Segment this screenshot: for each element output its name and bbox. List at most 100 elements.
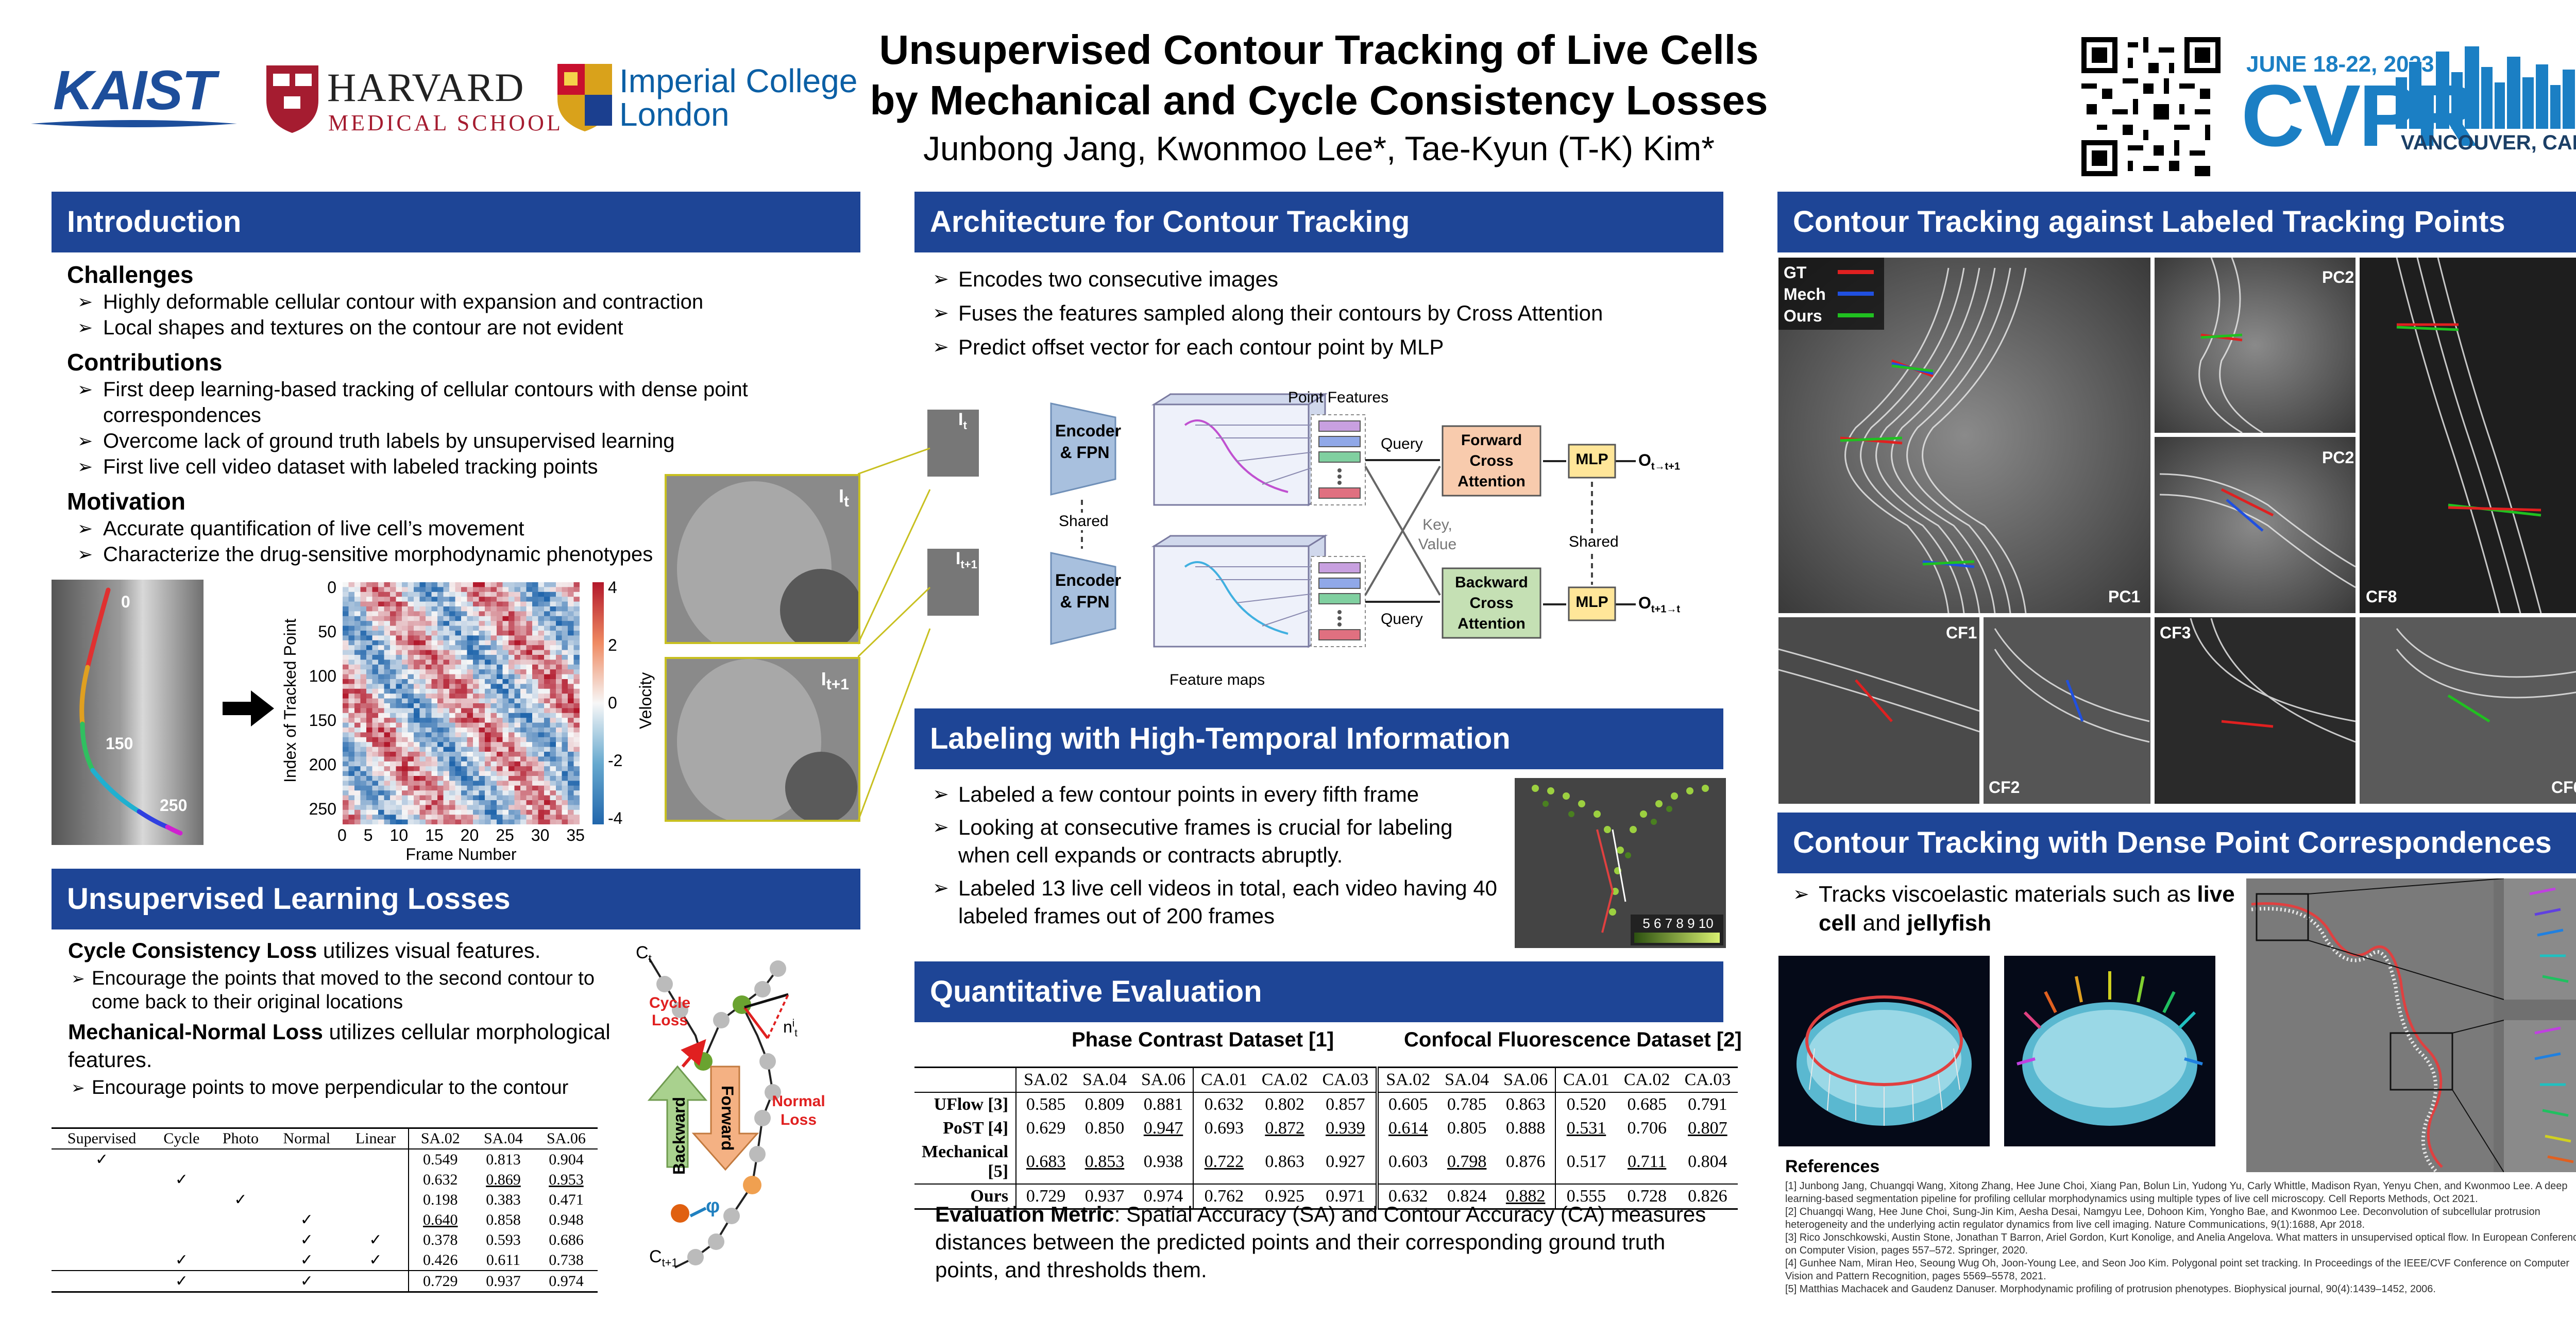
heatmap-cell <box>348 631 355 636</box>
heatmap-cell <box>408 597 414 602</box>
cbar-tick: 2 <box>608 636 617 654</box>
heatmap-cell <box>396 795 402 801</box>
heatmap-cell <box>449 679 455 684</box>
heatmap-cell <box>431 776 438 781</box>
heatmap-cell <box>473 688 479 694</box>
heatmap-cell <box>485 728 491 733</box>
heatmap-cell <box>514 718 521 723</box>
heatmap-cell <box>348 747 355 752</box>
heatmap-cell <box>479 703 485 708</box>
heatmap-cell <box>426 781 432 786</box>
heatmap-cell <box>426 679 432 684</box>
heatmap-cell <box>372 591 379 597</box>
heatmap-cell <box>449 684 455 689</box>
heatmap-cell <box>526 655 533 660</box>
heatmap-cell <box>502 621 509 627</box>
heatmap-cell <box>384 625 391 631</box>
heatmap-cell <box>366 790 372 796</box>
heatmap-cell <box>568 805 574 810</box>
heatmap-cell <box>431 737 438 742</box>
heatmap-cell <box>538 606 545 612</box>
heatmap-cell <box>509 781 515 786</box>
heatmap-cell <box>455 631 462 636</box>
heatmap-cell <box>343 732 349 738</box>
heatmap-cell <box>390 781 396 786</box>
heatmap-cell <box>532 708 538 714</box>
heatmap-cell <box>485 795 491 801</box>
ablation-cell <box>270 1170 343 1190</box>
heatmap-cell <box>509 631 515 636</box>
contour-ct1-label: Ct+1 <box>649 1247 678 1269</box>
heatmap-cell <box>532 703 538 708</box>
heatmap-cell <box>461 688 467 694</box>
contour-label: 0 <box>121 593 130 611</box>
heatmap-cell <box>402 776 408 781</box>
heatmap-cell <box>455 640 462 646</box>
heatmap-cell <box>562 660 568 665</box>
heatmap-cell <box>502 747 509 752</box>
heatmap-cell <box>497 655 503 660</box>
ablation-cell <box>152 1210 211 1230</box>
heatmap-cell <box>366 756 372 762</box>
heatmap-cell <box>562 756 568 762</box>
qr-code-icon[interactable] <box>2081 37 2221 176</box>
quant-cell: 0.517 <box>1555 1140 1617 1184</box>
heatmap-cell <box>419 795 426 801</box>
heatmap-cell <box>473 684 479 689</box>
heatmap-cell <box>473 674 479 680</box>
quant-col-header: CA.03 <box>1322 1070 1369 1089</box>
ablation-cell: ✓ <box>175 1273 188 1290</box>
heatmap-cell <box>502 761 509 767</box>
heatmap-cell <box>573 766 580 772</box>
heatmap-cell <box>408 790 414 796</box>
heatmap-cell <box>473 616 479 621</box>
heatmap-cell <box>437 756 444 762</box>
heatmap-cell <box>538 800 545 805</box>
heatmap-cell <box>366 771 372 776</box>
heatmap-cell <box>366 684 372 689</box>
heatmap-cell <box>520 660 527 665</box>
heatmap-cell <box>426 650 432 655</box>
heatmap-cell <box>497 679 503 684</box>
heatmap-cell <box>550 713 556 718</box>
quant-col-header: CA.01 <box>1192 1067 1255 1092</box>
heatmap-cell <box>556 742 562 748</box>
heatmap-cell <box>568 684 574 689</box>
quant-cell: 0.585 <box>1015 1092 1076 1117</box>
heatmap-cell <box>366 640 372 646</box>
heatmap-cell <box>378 655 384 660</box>
heatmap-cell <box>360 640 367 646</box>
heatmap-cell <box>449 785 455 791</box>
heatmap-cell <box>497 815 503 820</box>
heatmap-cell <box>497 674 503 680</box>
heatmap-cell <box>520 781 527 786</box>
heatmap-cell <box>366 591 372 597</box>
heatmap-cell <box>414 722 420 728</box>
heatmap-cell <box>568 597 574 602</box>
heatmap-cell <box>538 635 545 641</box>
heatmap-cell <box>562 674 568 680</box>
heatmap-cell <box>573 708 580 714</box>
heatmap-cell <box>414 819 420 824</box>
heatmap-cell <box>562 790 568 796</box>
heatmap-cell <box>573 660 580 665</box>
heatmap-cell <box>556 587 562 593</box>
heatmap-cell <box>455 645 462 651</box>
challenge-item: Highly deformable cellular contour with … <box>67 289 860 315</box>
heatmap-cell <box>390 597 396 602</box>
heatmap-cell <box>473 694 479 699</box>
heatmap-cell <box>343 809 349 815</box>
heatmap-cell <box>366 718 372 723</box>
quant-col-header: SA.04 <box>1445 1070 1489 1089</box>
heatmap-cell <box>390 606 396 612</box>
heatmap-cell <box>348 703 355 708</box>
heatmap-cell <box>402 640 408 646</box>
heatmap-cell <box>384 664 391 670</box>
heatmap-cell <box>431 815 438 820</box>
heatmap-cell <box>378 819 384 824</box>
heatmap-cell <box>490 674 497 680</box>
heatmap-cell <box>449 664 455 670</box>
